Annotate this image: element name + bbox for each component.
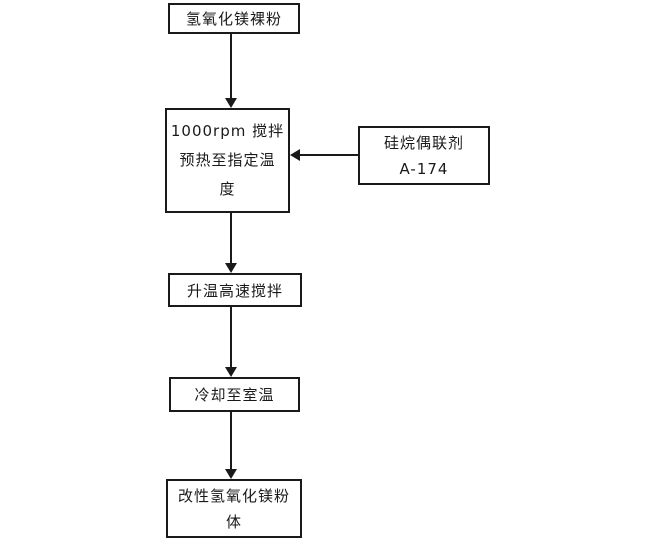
flow-node-raw-powder: 氢氧化镁裸粉 xyxy=(168,3,300,34)
arrow-heat-stir-to-cool xyxy=(225,307,237,377)
arrow-coupling-agent-to-stir-preheat xyxy=(290,149,358,161)
flow-node-stir-preheat: 1000rpm 搅拌 预热至指定温 度 xyxy=(165,108,290,213)
flow-node-cool: 冷却至室温 xyxy=(169,377,300,412)
flow-node-coupling-agent: 硅烷偶联剂 A-174 xyxy=(358,126,490,185)
flow-node-heat-stir: 升温高速搅拌 xyxy=(168,273,302,307)
flow-node-modified-powder: 改性氢氧化镁粉 体 xyxy=(166,479,302,538)
arrow-cool-to-modified-powder xyxy=(225,412,237,479)
arrow-stir-preheat-to-heat-stir xyxy=(225,213,237,273)
arrow-raw-to-stir-preheat xyxy=(225,34,237,108)
